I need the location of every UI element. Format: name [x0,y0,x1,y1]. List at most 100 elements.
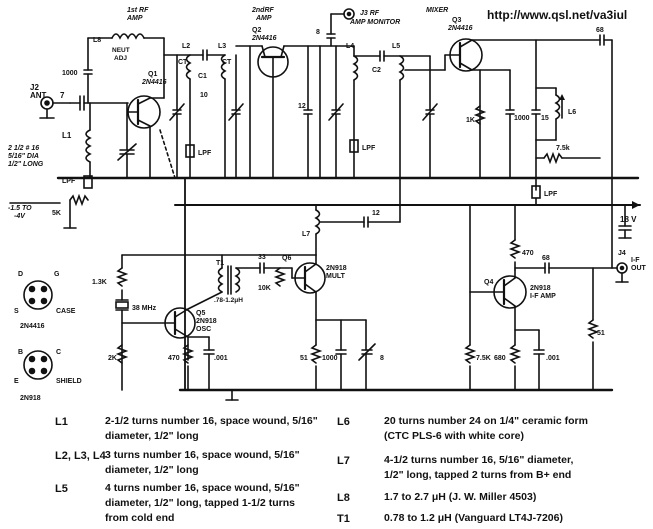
coil-desc-l7: 4-1/2 turns number 16, 5/16" diameter, 1… [384,453,573,483]
ct1-label: CT [178,59,188,66]
rf1-stage-label-0: 1st RF [127,7,149,14]
coil-key-l8: L8 [337,492,350,504]
r-7-5k-mixer [543,151,563,165]
cap-33-label: 33 [258,254,266,261]
q3-fet [444,38,483,72]
coil-desc-line: 1/2" long, tapped 2 turns from B+ end [384,469,572,481]
cap-001-if [514,329,545,391]
supply-label: 18 V [620,215,637,224]
r-470-if [508,239,522,259]
fet-pin-s: S [14,308,19,315]
r-1-3k-label: 1.3K [92,279,107,286]
coil-key-t1: T1 [337,513,350,525]
t1-secondary [234,267,241,293]
bjt-pinout-diagram [23,350,53,380]
ct2-trimmer [228,54,244,179]
r-470-if-label: 470 [522,250,534,257]
r-1-3k [115,267,129,287]
j4-label-0: J4 [618,250,626,257]
l1-note-0: 2 1/2 # 16 [7,145,39,152]
rf1-stage-label-1: AMP [126,15,143,22]
capacitor-7 [69,95,129,111]
bjt-pin-e: E [14,378,19,385]
q3-label-0: Q3 [452,17,461,24]
q2-label-1: 2N4416 [251,35,277,42]
crystal-38mhz [115,299,129,311]
l1-coil [85,129,92,163]
j2-label-1: ANT [30,91,47,100]
r-51-if [586,319,600,339]
coil-desc-line: diameter, 1/2" long, tapped 1-1/2 turns [105,497,295,509]
coil-key-l5: L5 [55,483,68,495]
l6-label: L6 [568,109,576,116]
lpf-label-3: LPF [362,145,376,152]
coil-desc-line: 2-1/2 turns number 16, space wound, 5/16… [105,415,318,427]
coil-winding-table: L1 2-1/2 turns number 16, space wound, 5… [0,410,653,529]
q1-fet [127,95,161,129]
r-680-if-label: 680 [494,355,506,362]
fet-pinout-type: 2N4416 [20,323,45,330]
coil-desc-l5: 4 turns number 16, space wound, 5/16" di… [105,481,300,526]
r-51-mult [309,344,323,364]
q6-type-1: MULT [326,273,346,280]
l1-tuning-capacitor [117,102,137,179]
q3-label-1: 2N4416 [447,25,473,32]
l1-label: L1 [62,131,72,140]
bjt-pin-c: C [56,349,61,356]
coil-desc-line: 1.7 to 2.7 μH (J. W. Miller 4503) [384,491,537,503]
neut-dashed-link [159,129,176,179]
l5-coil [398,55,405,81]
rf2-stage-label-1: AMP [255,15,272,22]
coil-desc-l1: 2-1/2 turns number 16, space wound, 5/16… [105,414,318,444]
neut-label-0: NEUT [112,47,130,54]
r-51-if-label: 51 [597,330,605,337]
coil-desc-t1: 0.78 to 1.2 μH (Vanguard LT4J-7206) [384,511,563,526]
q4-transistor [469,275,527,309]
rf2-stage-label-0: 2ndRF [251,7,275,14]
l8-coil [111,33,145,40]
c1-value-label: 10 [200,92,208,99]
lpf-choke-2 [185,144,195,158]
coil-desc-l8: 1.7 to 2.7 μH (J. W. Miller 4503) [384,490,536,505]
cap-68-if-label: 68 [542,255,550,262]
cap-12-trim [303,45,313,179]
source-url: http://www.qsl.net/va3iul [487,8,628,22]
l2-coil [185,54,192,80]
l4-coil [352,55,359,81]
j4-label-1: I-F [631,257,640,264]
cap-1000-mixer [479,69,515,179]
cap-001-osc-label: .001 [214,355,228,362]
cap-001-if-label: .001 [546,355,560,362]
coil-desc-line: diameter, 1/2" long [105,430,199,442]
cap-8-mult-trim [358,319,376,391]
coil-desc-l2-l3-l4: 3 turns number 16, space wound, 5/16" di… [105,448,300,478]
t1-label: T1 [216,260,224,267]
cap-15-label: 15 [541,115,549,122]
j4-label-2: OUT [631,265,647,272]
cap-68-label: 68 [596,27,604,34]
lpf-choke-1 [83,175,93,189]
coil-key-l1: L1 [55,416,68,428]
coil-key-l6: L6 [337,416,350,428]
pot-5k [69,193,89,207]
neut-label-1: ADJ [114,55,127,62]
supply-arrow [632,201,640,209]
r-10k-label: 10K [258,285,271,292]
cap-1000-mult-label: 1000 [322,355,338,362]
monitor-label-0: J3 RF [360,10,380,17]
l8-label: L8 [93,37,101,44]
cap-001-osc [187,336,215,391]
j2-antenna-jack [39,96,71,119]
cap-12b-label: 12 [372,210,380,217]
crystal-label: 38 MHz [132,305,157,312]
j4-output-jack [611,262,629,283]
q6-type-0: 2N918 [326,265,347,272]
cap-8-label: 8 [316,29,320,36]
fet-pin-g: G [54,271,60,278]
t1-value: .78-1.2μH [214,297,243,304]
coil-desc-line: 20 turns number 24 on 1/4" ceramic form [384,415,588,427]
cap-12-variable [328,45,344,179]
r-470-osc-label: 470 [168,355,180,362]
r-7-5k-label: 7.5k [556,145,570,152]
bias-label-1: -4V [14,213,26,220]
